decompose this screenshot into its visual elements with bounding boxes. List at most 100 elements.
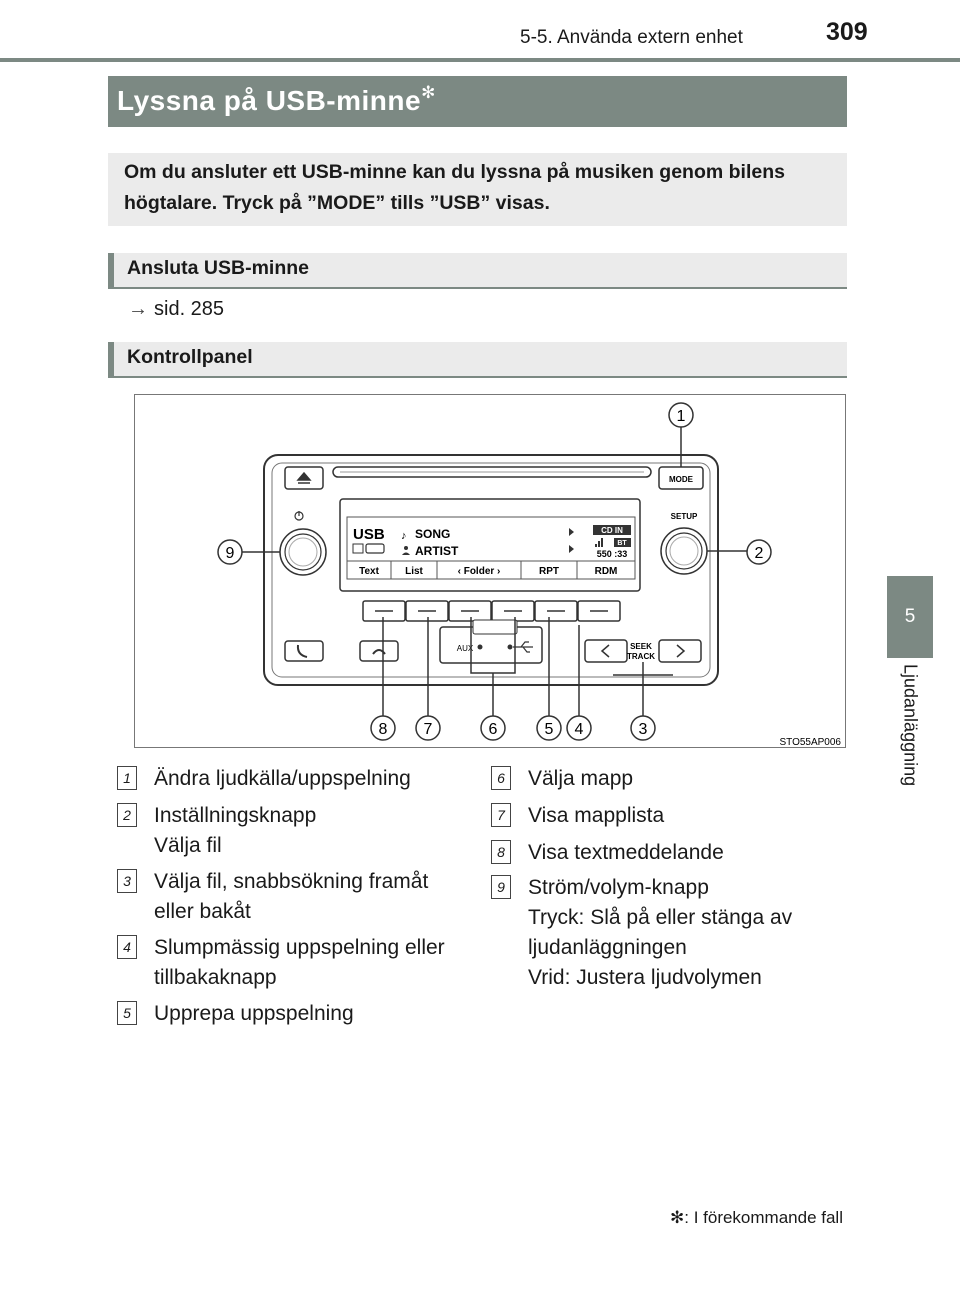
callout-4: 4 — [575, 721, 584, 738]
legend-line: Upprepa uppspelning — [154, 1002, 354, 1025]
chapter-tab: 5 — [887, 576, 933, 658]
display-song: SONG — [415, 527, 450, 541]
leader-lines — [242, 423, 749, 716]
callout-3-circle — [630, 715, 656, 741]
footnote: ✻: I förekommande fall — [670, 1208, 843, 1228]
legend-number-badge: 6 — [491, 766, 511, 790]
legend-line: ljudanläggningen — [528, 936, 687, 959]
callout-6-circle — [480, 715, 506, 741]
chapter-number: 5 — [904, 606, 916, 627]
display-tabs: Text List ‹ Folder › RPT RDM — [359, 561, 617, 579]
display-tab-list: List — [405, 566, 423, 577]
page-reference-text: sid. 285 — [154, 298, 225, 320]
legend-number-badge: 1 — [117, 766, 137, 790]
callout-6: 6 — [489, 721, 498, 738]
callout-9-circle — [217, 539, 243, 565]
legend-line: Visa mapplista — [528, 804, 665, 827]
page-number: 309 — [826, 18, 868, 46]
display-source: USB — [353, 526, 385, 543]
legend-line: Slumpmässig uppspelning eller — [154, 936, 445, 959]
bt-text: BT — [617, 540, 627, 547]
callout-8: 8 — [379, 721, 388, 738]
legend-line: Ström/volym-knapp — [528, 876, 709, 899]
callout-7: 7 — [424, 721, 433, 738]
person-icon-body — [402, 552, 410, 555]
phone-pickup-button — [284, 640, 324, 662]
display-screen — [346, 516, 636, 580]
display-artist: ARTIST — [415, 544, 459, 558]
volume-knob-inner — [284, 533, 322, 571]
volume-knob-ring — [288, 537, 318, 567]
song-arrow-icon — [569, 528, 574, 536]
display-tab-rpt: RPT — [539, 566, 559, 577]
intro-text: Om du ansluter ett USB-minne kan du lyss… — [124, 161, 785, 214]
radio-unit-inner — [271, 462, 711, 678]
callout-3: 3 — [639, 721, 648, 738]
legend-description: Välja mapp — [528, 764, 633, 794]
cd-in-text: CD IN — [601, 526, 623, 535]
chapter-label-wrap: Ljudanläggning — [888, 664, 932, 814]
seek-back-button — [584, 639, 628, 663]
legend-line: Visa textmeddelande — [528, 841, 724, 864]
artist-arrow-icon — [569, 545, 574, 553]
mode-button-label: MODE — [669, 475, 694, 484]
title-asterisk: ✻ — [421, 83, 436, 102]
display-tab-rdm: RDM — [595, 566, 618, 577]
page-reference: →sid. 285 — [128, 298, 224, 321]
header-rule — [0, 58, 960, 62]
footnote-asterisk: ✻ — [670, 1208, 685, 1227]
callout-5-circle — [536, 715, 562, 741]
display-time: 550 :33 — [597, 549, 628, 559]
legend-line: Tryck: Slå på eller stänga av — [528, 906, 793, 929]
legend-description: Ändra ljudkälla/uppspelning — [154, 764, 411, 794]
callout-2: 2 — [755, 545, 764, 562]
footnote-text: : I förekommande fall — [684, 1208, 843, 1227]
soft-key-row — [362, 600, 621, 622]
section-header-bar — [108, 253, 114, 289]
intro-box — [108, 153, 847, 226]
control-panel-illustration: MODE SETUP USB ♪ SONG ARTIST CD IN BT 55… — [134, 394, 846, 748]
legend-line: Välja fil, snabbsökning framåt — [154, 870, 429, 893]
figure-code: STO55AP006 — [779, 737, 841, 748]
display-usb-badge — [352, 543, 364, 554]
seek-label: SEEK — [630, 642, 652, 651]
legend-description: Välja fil, snabbsökning framåt eller bakå… — [154, 867, 428, 927]
phone-hangup-icon — [372, 649, 386, 655]
section-header-kontrollpanel: Kontrollpanel — [108, 342, 847, 378]
legend-number-badge: 4 — [117, 935, 137, 959]
callout-1: 1 — [677, 408, 686, 425]
setup-knob-ring — [669, 536, 699, 566]
usb-port-dot — [507, 644, 513, 650]
chevron-left-icon — [600, 644, 610, 658]
person-icon-head — [404, 546, 408, 550]
section-header-kontrollpanel-text: Kontrollpanel — [127, 346, 253, 368]
aux-usb-cover — [472, 619, 518, 635]
callout-9: 9 — [226, 545, 235, 562]
aux-label: AUX — [457, 644, 474, 653]
legend-line: Inställningsknapp — [154, 804, 317, 827]
page-title-text: Lyssna på USB-minne — [117, 85, 422, 116]
legend-number-badge: 2 — [117, 803, 137, 827]
leader-3 — [613, 662, 673, 716]
display-tab-text: Text — [359, 566, 379, 577]
leader-6 — [470, 617, 516, 716]
legend-line: Välja mapp — [528, 767, 634, 790]
legend-description: Upprepa uppspelning — [154, 999, 354, 1029]
legend-number-badge: 7 — [491, 803, 511, 827]
control-panel-svg: MODE SETUP USB ♪ SONG ARTIST CD IN BT 55… — [217, 402, 841, 748]
legend-number-badge: 9 — [491, 875, 511, 899]
legend-line: eller bakåt — [154, 900, 251, 923]
track-label: TRACK — [627, 652, 655, 661]
aux-jack-icon — [477, 644, 483, 650]
section-header-ansluta-text: Ansluta USB-minne — [127, 257, 310, 279]
cd-in-badge — [593, 525, 631, 535]
music-note-icon: ♪ — [401, 530, 407, 542]
display-tab-folder: ‹ Folder › — [458, 566, 501, 577]
setup-label: SETUP — [671, 512, 698, 521]
legend-number-badge: 3 — [117, 869, 137, 893]
callout-8-circle — [370, 715, 396, 741]
